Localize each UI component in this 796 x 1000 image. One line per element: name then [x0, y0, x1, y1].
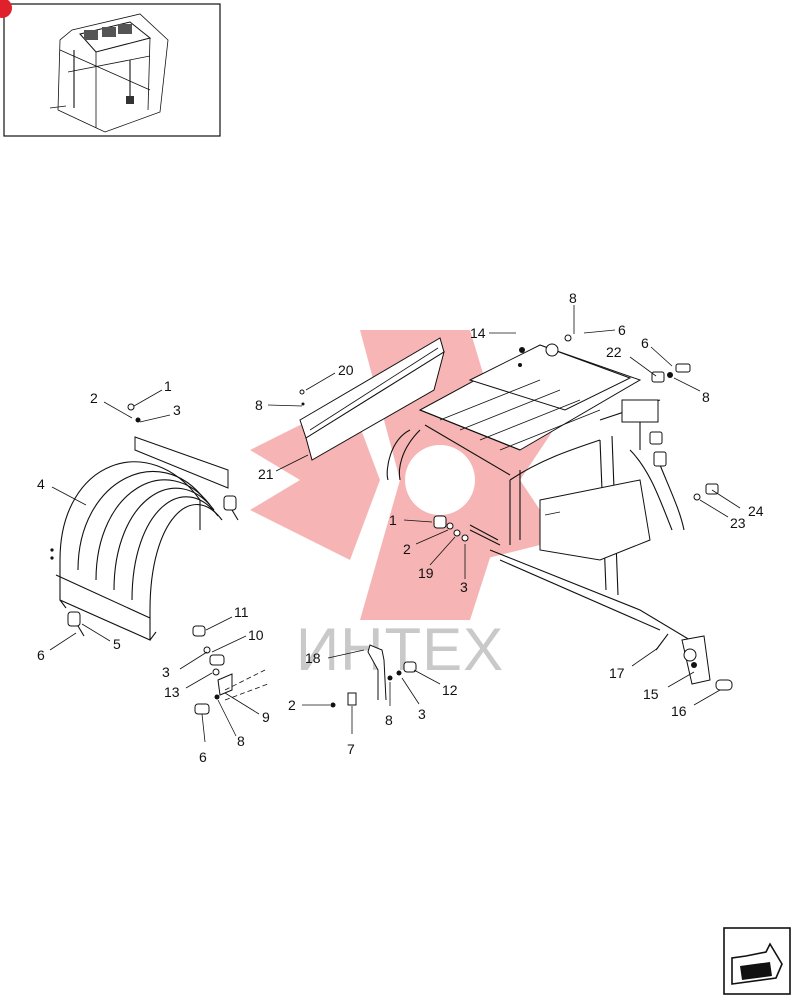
- next-page-arrow-icon[interactable]: [723, 927, 791, 995]
- leader-lines: [49, 305, 741, 743]
- lower-hardware: [330, 644, 417, 708]
- callout-20: 20: [338, 362, 354, 378]
- linkage-hardware: [192, 625, 269, 715]
- callout-3: 3: [173, 402, 181, 418]
- center-hardware: [433, 515, 469, 542]
- callout-6: 6: [641, 335, 649, 351]
- callout-8: 8: [702, 389, 710, 405]
- callout-16: 16: [671, 703, 687, 719]
- callout-11: 11: [234, 604, 249, 620]
- callout-12: 12: [442, 682, 458, 698]
- callout-9: 9: [262, 709, 270, 725]
- door-hinge-bracket: [655, 633, 733, 691]
- callout-6: 6: [199, 749, 207, 765]
- callout-10: 10: [248, 627, 264, 643]
- grille-guard: [50, 436, 229, 641]
- callout-8: 8: [255, 397, 263, 413]
- callout-3: 3: [162, 664, 170, 680]
- right-hardware: [651, 363, 719, 501]
- callout-7: 7: [347, 741, 355, 757]
- callout-2: 2: [403, 541, 411, 557]
- callout-8: 8: [569, 290, 577, 306]
- callout-15: 15: [643, 686, 659, 702]
- callout-22: 22: [606, 344, 622, 360]
- cab-frame: [386, 334, 691, 641]
- callout-13: 13: [164, 684, 180, 700]
- callout-24: 24: [748, 503, 764, 519]
- callout-3: 3: [460, 579, 468, 595]
- callout-23: 23: [730, 515, 746, 531]
- callout-19: 19: [418, 565, 434, 581]
- callout-8: 8: [237, 733, 245, 749]
- callout-2: 2: [288, 697, 296, 713]
- grille-hardware: [67, 403, 239, 637]
- callout-1: 1: [164, 378, 172, 394]
- callout-6: 6: [37, 647, 45, 663]
- callout-8: 8: [385, 712, 393, 728]
- callout-6: 6: [618, 322, 626, 338]
- callout-21: 21: [258, 466, 274, 482]
- side-panel: [299, 337, 445, 461]
- callout-18: 18: [305, 650, 321, 666]
- callout-4: 4: [37, 476, 45, 492]
- callout-17: 17: [609, 665, 625, 681]
- cab-assembly-thumbnail[interactable]: [0, 0, 221, 137]
- callout-3: 3: [418, 706, 426, 722]
- callout-labels: 1 2 3 4 5 6 11 10 3 13 9 8 6 8 20 21 14 …: [37, 290, 764, 765]
- callout-14: 14: [470, 325, 486, 341]
- callout-5: 5: [113, 636, 121, 652]
- callout-1: 1: [389, 512, 397, 528]
- callout-2: 2: [90, 390, 98, 406]
